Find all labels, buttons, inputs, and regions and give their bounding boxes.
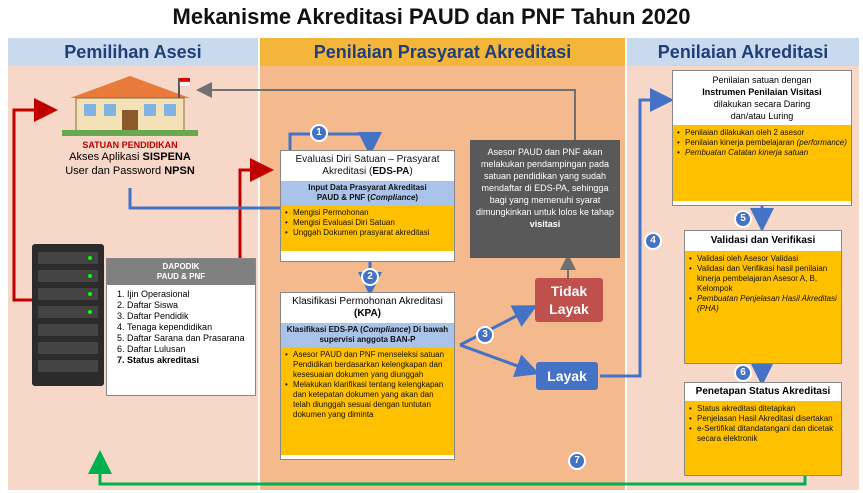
school-line-2: User dan Password NPSN	[65, 165, 195, 177]
visitasi-bullet: Penilaian kinerja pembelajaran (performa…	[677, 138, 847, 148]
dapodik-item: Tenaga kependidikan	[127, 322, 251, 333]
kpa-box: Klasifikasi Permohonan Akreditasi (KPA) …	[280, 292, 455, 460]
edspa-bullet: Mengisi Permohonan	[285, 208, 450, 218]
penetapan-title: Penetapan Status Akreditasi	[695, 386, 831, 397]
kpa-bullet: Asesor PAUD dan PNF menseleksi satuan Pe…	[285, 350, 450, 380]
penetapan-bullet: Penjelasan Hasil Akreditasi disertakan	[689, 414, 837, 424]
edspa-bullet: Unggah Dokumen prasyarat akreditasi	[285, 228, 450, 238]
visitasi-header: Penilaian satuan dengan Instrumen Penila…	[702, 75, 822, 121]
layak-badge: Layak	[536, 362, 598, 390]
step-7-badge: 7	[568, 452, 586, 470]
penetapan-bullet: e-Sertifikat ditandatangani dan dicetak …	[689, 424, 837, 444]
dapodik-item: Daftar Sarana dan Prasarana	[127, 333, 251, 344]
dapodik-item: Status akreditasi	[127, 355, 251, 366]
school-info: SATUAN PENDIDIKAN Akses Aplikasi SISPENA…	[40, 140, 220, 178]
visitasi-bullets: Penilaian dilakukan oleh 2 asesor Penila…	[673, 125, 851, 201]
visitasi-box: Penilaian satuan dengan Instrumen Penila…	[672, 70, 852, 206]
visitasi-bullet: Penilaian dilakukan oleh 2 asesor	[677, 128, 847, 138]
school-building-icon	[62, 76, 198, 136]
step-5-badge: 5	[734, 210, 752, 228]
dapodik-item: Daftar Lulusan	[127, 344, 251, 355]
validasi-bullet: Validasi oleh Asesor Validasi	[689, 254, 837, 264]
step-6-badge: 6	[734, 364, 752, 382]
step-1-badge: 1	[310, 124, 328, 142]
asesor-note: Asesor PAUD dan PNF akan melakukan penda…	[470, 140, 620, 258]
kpa-title: Klasifikasi Permohonan Akreditasi (KPA)	[292, 296, 443, 319]
validasi-box: Validasi dan Verifikasi Validasi oleh As…	[684, 230, 842, 364]
validasi-bullet: Validasi dan Verifikasi hasil penilaian …	[689, 264, 837, 294]
step-2-badge: 2	[361, 268, 379, 286]
arrow-dapodik-to-school	[12, 98, 58, 302]
dapodik-box: DAPODIK PAUD & PNF Ijin Operasional Daft…	[106, 258, 256, 396]
edspa-title: Evaluasi Diri Satuan – Prasyarat Akredit…	[295, 154, 440, 177]
validasi-title: Validasi dan Verifikasi	[710, 235, 816, 246]
edspa-bullet: Mengisi Evaluasi Diri Satuan	[285, 218, 450, 228]
dapodik-item: Daftar Pendidik	[127, 311, 251, 322]
dapodik-header: DAPODIK PAUD & PNF	[107, 259, 255, 285]
penetapan-bullet: Status akreditasi ditetapkan	[689, 404, 837, 414]
arrow-kpa-to-tidak-layak	[459, 305, 538, 347]
server-rack-icon	[32, 244, 104, 386]
penetapan-box: Penetapan Status Akreditasi Status akred…	[684, 382, 842, 476]
column-header-middle: Penilaian Prasyarat Akreditasi	[260, 38, 625, 66]
school-label: SATUAN PENDIDIKAN	[82, 140, 178, 150]
school-line-1: Akses Aplikasi SISPENA	[69, 151, 191, 163]
step-4-badge: 4	[644, 232, 662, 250]
edspa-bullets: Mengisi Permohonan Mengisi Evaluasi Diri…	[281, 205, 454, 251]
arrow-penetapan-to-dapodik	[88, 450, 807, 486]
validasi-bullet: Pembuatan Penjelasan Hasil Akreditasi (P…	[689, 294, 837, 314]
arrow-layak-to-visitasi	[600, 88, 674, 378]
penetapan-bullets: Status akreditasi ditetapkan Penjelasan …	[685, 401, 841, 475]
visitasi-bullet: Pembuatan Catatan kinerja satuan	[677, 148, 847, 158]
kpa-bullet: Melakukan klarifikasi tentang kelengkapa…	[285, 380, 450, 420]
arrow-asesor-to-school	[196, 82, 576, 140]
step-3-badge: 3	[476, 326, 494, 344]
validasi-bullets: Validasi oleh Asesor Validasi Validasi d…	[685, 251, 841, 363]
kpa-bullets: Asesor PAUD dan PNF menseleksi satuan Pe…	[281, 347, 454, 455]
kpa-subheader: Klasifikasi EDS-PA (Compliance) Di bawah…	[281, 323, 454, 347]
column-header-right: Penilaian Akreditasi	[627, 38, 859, 66]
column-header-left: Pemilihan Asesi	[8, 38, 258, 66]
edspa-subheader: Input Data Prasyarat Akreditasi PAUD & P…	[281, 181, 454, 205]
dapodik-list: Ijin Operasional Daftar Siswa Daftar Pen…	[107, 285, 255, 366]
page-title: Mekanisme Akreditasi PAUD dan PNF Tahun …	[172, 4, 691, 29]
edspa-box: Evaluasi Diri Satuan – Prasyarat Akredit…	[280, 150, 455, 262]
tidak-layak-badge: Tidak Layak	[535, 278, 603, 322]
dapodik-item: Ijin Operasional	[127, 289, 251, 300]
arrow-kpa-to-layak	[459, 343, 540, 378]
dapodik-item: Daftar Siswa	[127, 300, 251, 311]
